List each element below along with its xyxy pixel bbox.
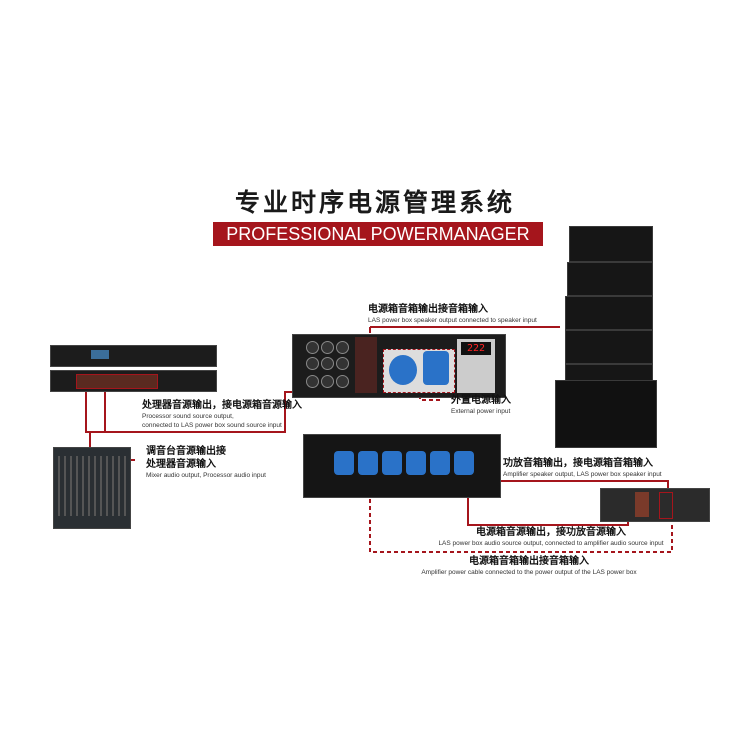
label-box-audio-en: LAS power box audio source output, conne… xyxy=(438,540,664,547)
label-amp-speaker-cn: 功放音箱输出，接电源箱音箱输入 xyxy=(503,458,653,469)
label-mixer-en: Mixer audio output, Processor audio inpu… xyxy=(146,472,266,479)
title-en-banner: PROFESSIONAL POWERMANAGER xyxy=(213,222,543,246)
label-box-audio: 电源箱音源输出，接功放音源输入 LAS power box audio sour… xyxy=(421,527,681,548)
label-processor: 处理器音源输出，接电源箱音源输入 Processor sound source … xyxy=(142,400,302,430)
voltage-display: 222 xyxy=(461,342,491,355)
label-amp-speaker-en: Amplifier speaker output, LAS power box … xyxy=(503,471,662,478)
processor-screen xyxy=(91,350,109,359)
label-mixer-cn1: 调音台音源输出接 xyxy=(146,446,226,457)
processor-outputs xyxy=(76,374,158,389)
label-amp-power-en: Amplifier power cable connected to the p… xyxy=(421,569,637,576)
label-ext-power: 外置电源输入 External power input xyxy=(451,395,511,416)
label-amp-power: 电源箱音箱输出接音箱输入 Amplifier power cable conne… xyxy=(404,556,654,577)
mixer xyxy=(53,447,131,529)
amp-power-line xyxy=(369,478,673,553)
processor-rear xyxy=(50,370,217,392)
label-processor-en2: connected to LAS power box sound source … xyxy=(142,422,282,429)
label-amp-power-cn: 电源箱音箱输出接音箱输入 xyxy=(469,556,589,567)
label-speaker-out-cn: 电源箱音箱输出接音箱输入 xyxy=(368,304,488,315)
label-speaker-out: 电源箱音箱输出接音箱输入 LAS power box speaker outpu… xyxy=(368,304,537,325)
label-speaker-out-en: LAS power box speaker output connected t… xyxy=(368,317,537,324)
power-outlet-icon xyxy=(423,351,449,385)
power-box-front: 222 xyxy=(292,334,506,398)
amplifier xyxy=(600,488,710,522)
power-inlet-icon xyxy=(389,355,417,385)
title-cn: 专业时序电源管理系统 xyxy=(234,188,515,217)
label-amp-speaker: 功放音箱输出，接电源箱音箱输入 Amplifier speaker output… xyxy=(503,458,662,479)
label-box-audio-cn: 电源箱音源输出，接功放音源输入 xyxy=(476,527,626,538)
label-processor-en1: Processor sound source output, xyxy=(142,413,234,420)
label-mixer-cn2: 处理器音源输入 xyxy=(146,459,216,470)
label-mixer: 调音台音源输出接 处理器音源输入 Mixer audio output, Pro… xyxy=(146,446,266,480)
label-ext-power-en: External power input xyxy=(451,408,511,415)
line-array-speakers xyxy=(555,226,657,448)
label-ext-power-cn: 外置电源输入 xyxy=(451,395,511,406)
power-box-rear xyxy=(303,434,501,498)
label-processor-cn: 处理器音源输出，接电源箱音源输入 xyxy=(142,400,302,411)
processor-front xyxy=(50,345,217,367)
